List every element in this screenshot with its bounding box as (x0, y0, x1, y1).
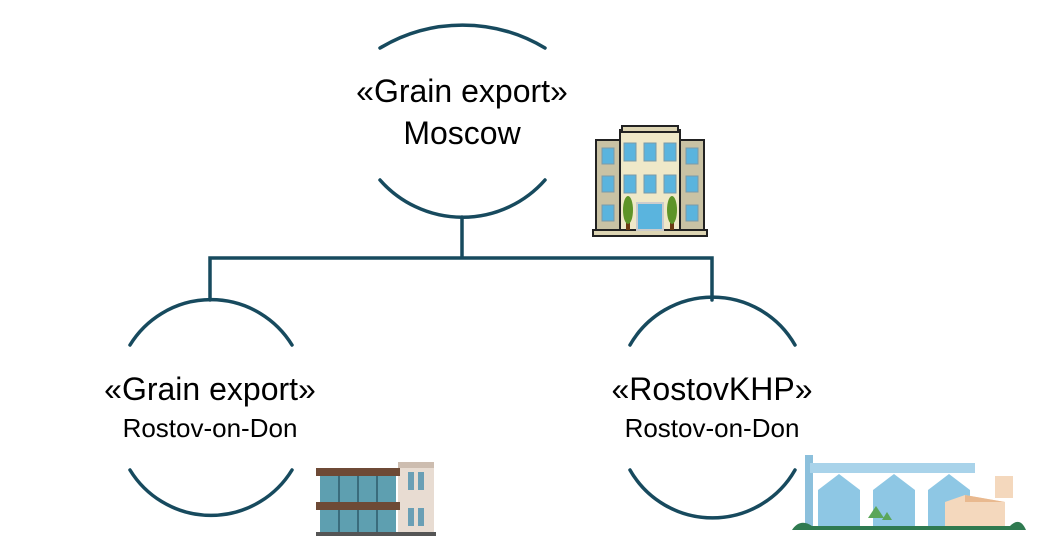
node-city: Moscow (403, 115, 521, 151)
node-arc-bottom-moscow (378, 178, 547, 219)
node-moscow: «Grain export» Moscow (312, 70, 612, 154)
node-arc-top-rostov-grain (128, 297, 294, 347)
grain-elevator-icon (792, 455, 1026, 530)
node-arc-bottom-rostov-grain (128, 468, 294, 518)
node-arc-bottom-rostovkhp (628, 468, 797, 520)
node-name: «RostovKHP» (611, 371, 813, 407)
connector-lines (208, 215, 714, 302)
office-building-icon (592, 125, 708, 237)
node-arc-top-moscow (378, 23, 547, 50)
node-rostovkhp: «RostovKHP» Rostov-on-Don (562, 368, 862, 446)
node-name: «Grain export» (356, 73, 568, 109)
node-grain-export-rostov: «Grain export» Rostov-on-Don (60, 368, 360, 446)
node-city: Rostov-on-Don (624, 413, 800, 443)
node-name: «Grain export» (104, 371, 316, 407)
modern-building-icon (316, 462, 436, 536)
node-arc-top-rostovkhp (628, 295, 797, 347)
node-city: Rostov-on-Don (122, 413, 298, 443)
